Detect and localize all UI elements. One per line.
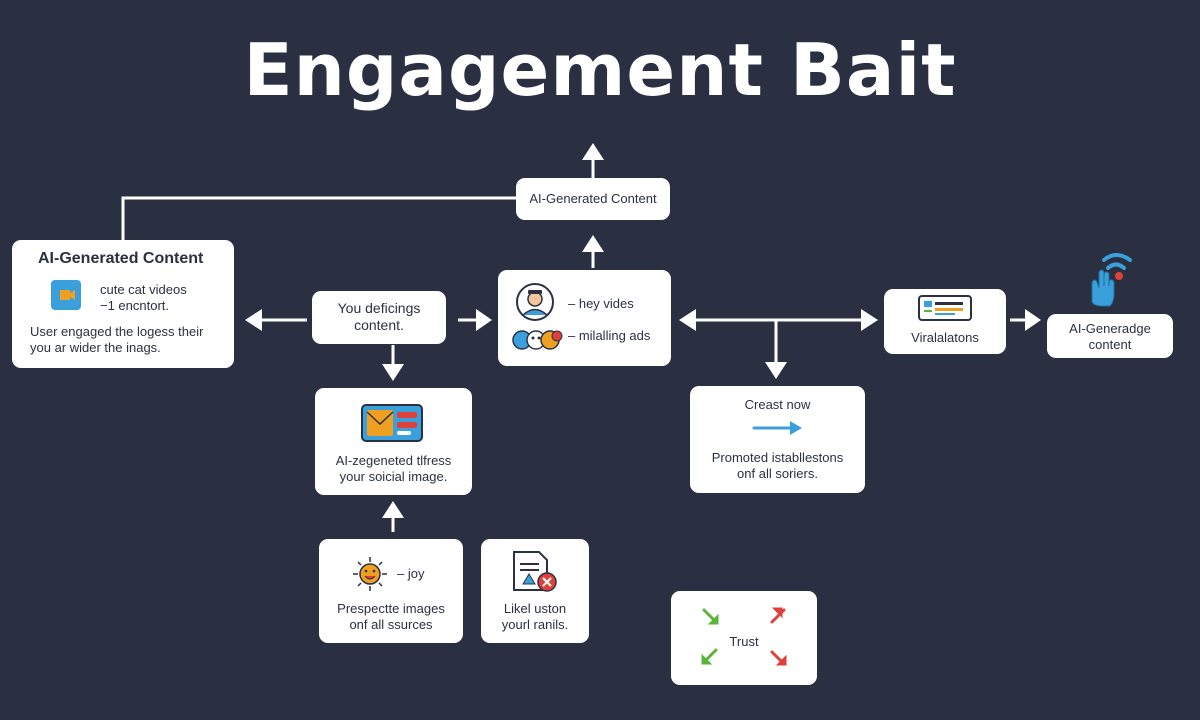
node-joy: – joy Prespectte images onf all ssurces [319,539,463,643]
node-joy-line1: Prespectte images [337,601,445,616]
node-right-content-line1: AI-Generadge [1069,321,1151,336]
node-top-center-label: AI-Generated Content [529,191,657,206]
image-card-icon [361,404,423,442]
node-you-defic: You deficings content. [312,291,446,344]
page-title: Engagement Bait [243,28,957,112]
avatar-icon [516,283,554,321]
node-right-content: AI-Generadge content [1047,314,1173,358]
node-social-image-line1: AI-zegeneted tlfress [335,453,452,468]
node-left-line1: cute cat videos [100,282,187,297]
node-creast-line1: Creast now [744,397,811,412]
node-social-image-line2: your soicial image. [339,469,448,484]
node-joy-tag: – joy [397,566,425,581]
node-viral: Viralalatons [884,289,1006,354]
screen-card-icon [918,295,972,321]
node-you-defic-line2: content. [354,317,404,333]
node-left-line4: you ar wider the inags. [30,340,161,355]
node-center-feed: – hey vides – milalling ads [498,270,671,366]
node-center-feed-line2: – milalling ads [568,328,651,343]
node-left-line2: −1 encntort. [100,298,170,313]
node-social-image: AI-zegeneted tlfress your soicial image. [315,388,472,495]
video-icon [51,280,81,310]
node-you-defic-line1: You deficings [337,300,421,316]
node-center-feed-line1: – hey vides [568,296,634,311]
node-creast-line2: Promoted istabllestons [711,450,844,465]
hand-wifi-icon [1091,253,1132,307]
node-top-center: AI-Generated Content [516,178,670,220]
node-trust: Trust [671,591,817,685]
trust-arrows-icon [701,607,787,666]
node-likel-line1: Likel uston [503,601,567,616]
node-creast-line3: onf all soriers. [737,466,818,481]
node-left: AI-Generated Content cute cat videos −1 … [12,240,234,368]
node-left-heading: AI-Generated Content [38,250,204,267]
node-likel: Likel uston yourl ranils. [481,539,589,643]
node-creast: Creast now Promoted istabllestons onf al… [690,386,865,493]
node-likel-line2: yourl ranils. [501,617,569,632]
document-warning-icon [513,551,557,592]
node-right-content-line2: content [1088,337,1132,352]
right-arrow-icon [752,421,802,435]
node-trust-label: Trust [729,634,759,649]
connector-bracket [121,196,516,240]
joy-face-icon [353,557,387,591]
node-joy-line2: onf all ssurces [349,617,433,632]
node-viral-label: Viralalatons [911,330,979,345]
emoji-cluster-icon [512,330,563,350]
node-left-line3: User engaged the logess their [30,324,204,339]
